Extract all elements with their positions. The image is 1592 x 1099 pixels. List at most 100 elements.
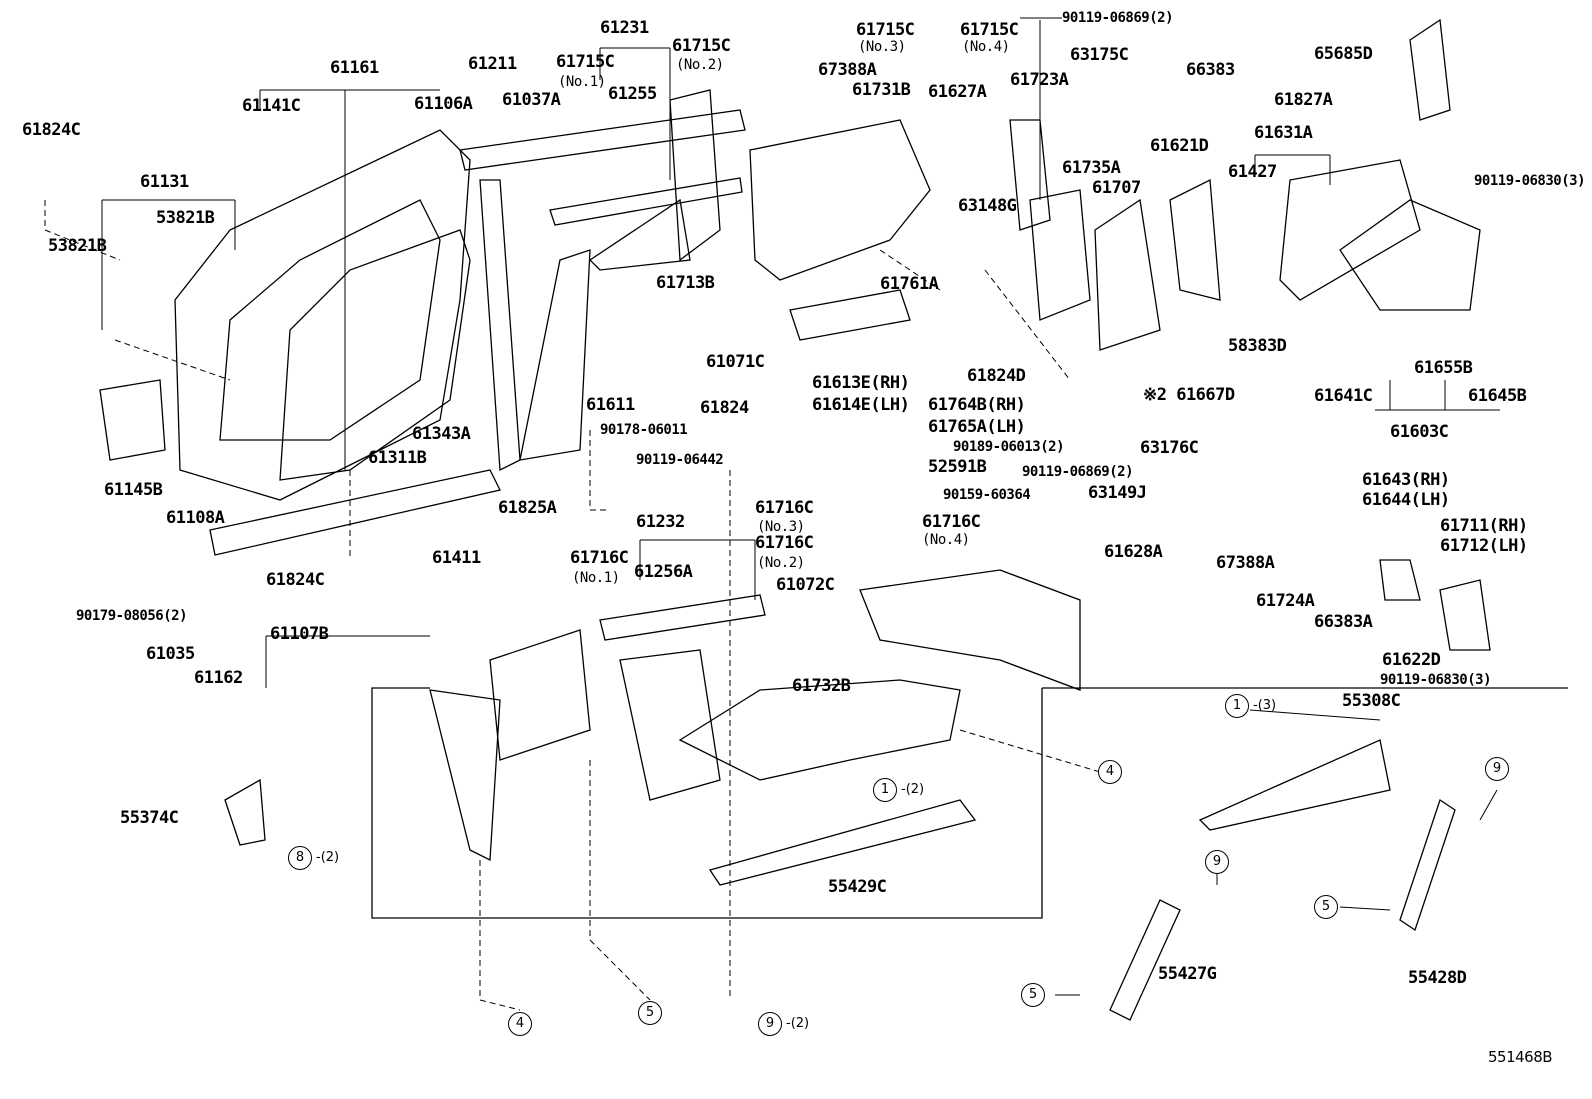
- part-number-label: 61631A: [1254, 123, 1313, 143]
- part-variant-note: (No.1): [558, 74, 606, 90]
- part-number-label: 61716C: [755, 498, 814, 518]
- part-number-label: 61611: [586, 395, 635, 415]
- callout-circle: 8: [288, 846, 312, 870]
- part-number-label: 90178-06011: [600, 422, 688, 438]
- part-number-label: 61824D: [967, 366, 1026, 386]
- part-number-label: 55308C: [1342, 691, 1401, 711]
- part-number-label: 61715C: [856, 20, 915, 40]
- part-number-label: 61072C: [776, 575, 835, 595]
- part-number-label: 61232: [636, 512, 685, 532]
- part-number-label: 61411: [432, 548, 481, 568]
- part-number-label: 61256A: [634, 562, 693, 582]
- part-number-label: 61827A: [1274, 90, 1333, 110]
- part-number-label: 61161: [330, 58, 379, 78]
- part-number-label: 61107B: [270, 624, 329, 644]
- part-number-label: 63148G: [958, 196, 1017, 216]
- part-number-label: 61716C: [755, 533, 814, 553]
- part-number-label: 61655B: [1414, 358, 1473, 378]
- part-number-label: 61603C: [1390, 422, 1449, 442]
- part-number-label: 61732B: [792, 676, 851, 696]
- part-number-label: 61824C: [266, 570, 325, 590]
- frame-lines: [371, 687, 1568, 919]
- lower-dash-structure: [224, 559, 1491, 1021]
- part-number-label: 61037A: [502, 90, 561, 110]
- roof-rails-and-pillars: [459, 18, 1481, 472]
- part-number-label: 61311B: [368, 448, 427, 468]
- part-number-label: 90189-06013(2): [953, 439, 1065, 455]
- part-number-label: 90119-06869(2): [1062, 10, 1174, 26]
- diagram-code: 551468B: [1488, 1048, 1553, 1066]
- part-number-label: 67388A: [1216, 553, 1275, 573]
- part-variant-note: (No.4): [962, 39, 1010, 55]
- part-number-label: 90159-60364: [943, 487, 1031, 503]
- part-number-label: 63149J: [1088, 483, 1147, 503]
- part-number-label: 53821B: [156, 208, 215, 228]
- part-number-label: 90119-06869(2): [1022, 464, 1134, 480]
- part-variant-note: (No.2): [676, 57, 724, 73]
- callout-circle: 9: [758, 1012, 782, 1036]
- part-number-label: 61231: [600, 18, 649, 38]
- part-number-label: 61645B: [1468, 386, 1527, 406]
- part-variant-note: (No.2): [757, 555, 805, 571]
- part-number-label: 61716C: [922, 512, 981, 532]
- part-number-label: 63176C: [1140, 438, 1199, 458]
- part-number-label: 66383: [1186, 60, 1235, 80]
- part-number-label: 90119-06830(3): [1380, 672, 1492, 688]
- part-number-label: 61711(RH): [1440, 516, 1528, 536]
- part-number-label: 61211: [468, 54, 517, 74]
- part-number-label: 61162: [194, 668, 243, 688]
- part-number-label: 55429C: [828, 877, 887, 897]
- part-number-label: 65685D: [1314, 44, 1373, 64]
- callout-circle: 1: [1225, 694, 1249, 718]
- part-number-label: 61621D: [1150, 136, 1209, 156]
- part-number-label: 61622D: [1382, 650, 1441, 670]
- part-number-label: 61761A: [880, 274, 939, 294]
- part-number-label: 61343A: [412, 424, 471, 444]
- callout-quantity: -(3): [1253, 698, 1277, 713]
- part-number-label: 61724A: [1256, 591, 1315, 611]
- callout-circle: 4: [1098, 760, 1122, 784]
- part-number-label: 61707: [1092, 178, 1141, 198]
- part-number-label: 61145B: [104, 480, 163, 500]
- part-number-label: 52591B: [928, 457, 987, 477]
- part-number-label: 61071C: [706, 352, 765, 372]
- part-number-label: ※2 61667D: [1143, 385, 1235, 405]
- leader-lines: [44, 17, 1500, 1011]
- part-number-label: 61715C: [960, 20, 1019, 40]
- part-number-label: 61627A: [928, 82, 987, 102]
- part-number-label: 90119-06442: [636, 452, 724, 468]
- callout-circle: 5: [638, 1001, 662, 1025]
- callout-quantity: -(2): [901, 782, 925, 797]
- part-number-label: 61723A: [1010, 70, 1069, 90]
- part-number-label: 90119-06830(3): [1474, 173, 1586, 189]
- part-number-label: 61141C: [242, 96, 301, 116]
- part-number-label: 61106A: [414, 94, 473, 114]
- part-number-label: 58383D: [1228, 336, 1287, 356]
- part-number-label: 61764B(RH): [928, 395, 1026, 415]
- part-number-label: 61641C: [1314, 386, 1373, 406]
- part-number-label: 55427G: [1158, 964, 1217, 984]
- part-number-label: 61712(LH): [1440, 536, 1528, 556]
- callout-quantity: -(2): [786, 1016, 810, 1031]
- part-number-label: 61131: [140, 172, 189, 192]
- part-variant-note: (No.3): [858, 39, 906, 55]
- part-number-label: 61613E(RH): [812, 373, 910, 393]
- callout-circle: 5: [1314, 895, 1338, 919]
- part-number-label: 55428D: [1408, 968, 1467, 988]
- part-number-label: 61716C: [570, 548, 629, 568]
- callout-circle: 9: [1485, 757, 1509, 781]
- part-number-label: 61644(LH): [1362, 490, 1450, 510]
- part-number-label: 61427: [1228, 162, 1277, 182]
- part-number-label: 63175C: [1070, 45, 1129, 65]
- part-number-label: 61035: [146, 644, 195, 664]
- part-number-label: 61824: [700, 398, 749, 418]
- callout-circle: 5: [1021, 983, 1045, 1007]
- part-number-label: 55374C: [120, 808, 179, 828]
- part-number-label: 61735A: [1062, 158, 1121, 178]
- part-number-label: 61108A: [166, 508, 225, 528]
- part-number-label: 61715C: [556, 52, 615, 72]
- part-number-label: 61614E(LH): [812, 395, 910, 415]
- callout-quantity: -(2): [316, 850, 340, 865]
